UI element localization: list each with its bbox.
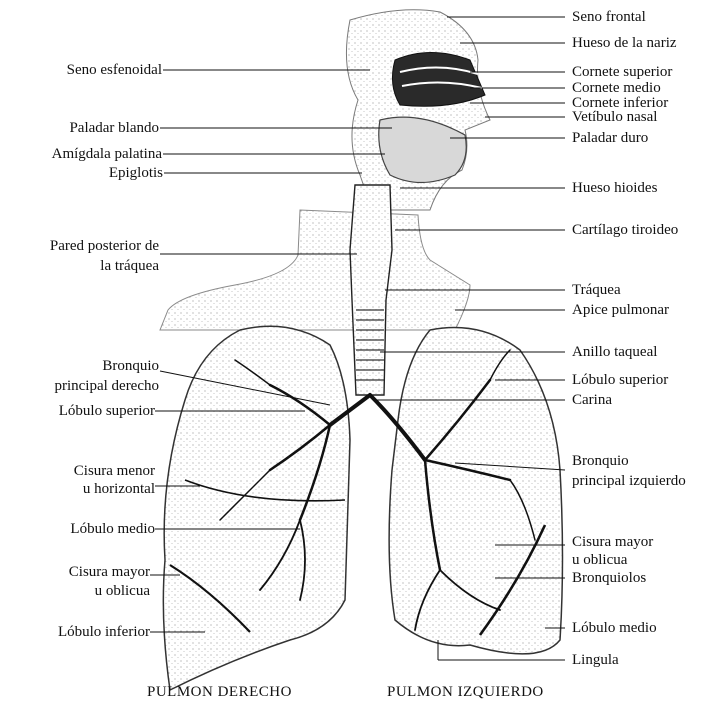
label-paladar-duro: Paladar duro — [572, 130, 648, 146]
label-lingula: Lingula — [572, 652, 619, 668]
label-pared-posterior-1: Pared posterior de — [50, 238, 159, 254]
label-bronquio-izq-2: principal izquierdo — [572, 473, 686, 489]
caption-pulmon-izquierdo: PULMON IZQUIERDO — [387, 684, 544, 701]
label-seno-esfenoidal: Seno esfenoidal — [67, 62, 162, 78]
label-cisura-mayor-der-2: u oblicua — [95, 583, 150, 599]
label-cisura-mayor-izq-2: u oblicua — [572, 552, 627, 568]
label-cisura-mayor-izq-1: Cisura mayor — [572, 534, 653, 550]
label-seno-frontal: Seno frontal — [572, 9, 646, 25]
label-bronquio-derecho-2: principal derecho — [54, 378, 159, 394]
caption-pulmon-derecho: PULMON DERECHO — [147, 684, 292, 701]
label-anillo-traqueal: Anillo taqueal — [572, 344, 657, 360]
label-bronquio-izq-1: Bronquio — [572, 453, 629, 469]
label-cisura-mayor-der-1: Cisura mayor — [69, 564, 150, 580]
label-bronquio-derecho-1: Bronquio — [102, 358, 159, 374]
label-cornete-medio: Cornete medio — [572, 80, 661, 96]
label-epiglotis: Epiglotis — [109, 165, 163, 181]
label-lobulo-medio-der: Lóbulo medio — [70, 521, 155, 537]
label-cartilago-tiroideo: Cartílago tiroideo — [572, 222, 678, 238]
label-paladar-blando: Paladar blando — [69, 120, 159, 136]
label-cornete-superior: Cornete superior — [572, 64, 672, 80]
label-pared-posterior-2: la tráquea — [100, 258, 159, 274]
label-lobulo-superior-izq: Lóbulo superior — [572, 372, 668, 388]
label-lobulo-medio-izq: Lóbulo medio — [572, 620, 657, 636]
label-amigdala-palatina: Amígdala palatina — [52, 146, 162, 162]
left-lung — [389, 328, 562, 654]
right-lung — [163, 326, 350, 690]
label-hueso-nariz: Hueso de la nariz — [572, 35, 677, 51]
label-cisura-menor-2: u horizontal — [83, 481, 155, 497]
neck-torso-outline — [160, 210, 470, 330]
label-traquea: Tráquea — [572, 282, 621, 298]
label-hueso-hioides: Hueso hioides — [572, 180, 657, 196]
label-bronquiolos: Bronquiolos — [572, 570, 646, 586]
label-vestibulo-nasal: Vetíbulo nasal — [572, 109, 657, 125]
label-carina: Carina — [572, 392, 612, 408]
label-lobulo-superior-der: Lóbulo superior — [59, 403, 155, 419]
label-lobulo-inferior: Lóbulo inferior — [58, 624, 150, 640]
label-apice-pulmonar: Apice pulmonar — [572, 302, 669, 318]
label-cisura-menor-1: Cisura menor — [74, 463, 155, 479]
